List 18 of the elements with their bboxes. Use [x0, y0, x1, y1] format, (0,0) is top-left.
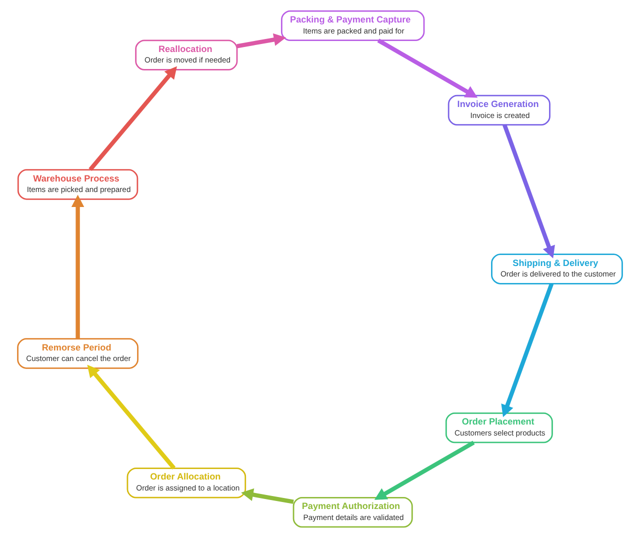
- arrow: [87, 364, 176, 470]
- arrow: [241, 488, 294, 504]
- arrow: [374, 440, 475, 500]
- arrow: [377, 38, 478, 98]
- node-box: Invoice Generation Invoice is created: [448, 94, 550, 126]
- node-box: Order Allocation Order is assigned to a location: [126, 468, 246, 498]
- node-box: Reallocation Order is moved if needed: [135, 40, 238, 70]
- node-box: Payment Authorization Payment details are validated: [292, 496, 413, 528]
- node-box: Packing & Payment Capture Items are packed and paid for: [280, 10, 425, 42]
- arrow: [88, 66, 177, 171]
- node-box: Warehouse Process Items are picked and prepared: [17, 169, 138, 200]
- node-box: Remorse Period Customer can cancel the order: [17, 338, 138, 369]
- arrow: [502, 124, 555, 258]
- arrow: [71, 194, 84, 339]
- arrow: [501, 282, 554, 418]
- node-box: Shipping & Delivery Order is delivered to the customer: [491, 254, 623, 284]
- node-box: Order Placement Customers select products: [445, 412, 553, 444]
- arrow: [236, 33, 286, 48]
